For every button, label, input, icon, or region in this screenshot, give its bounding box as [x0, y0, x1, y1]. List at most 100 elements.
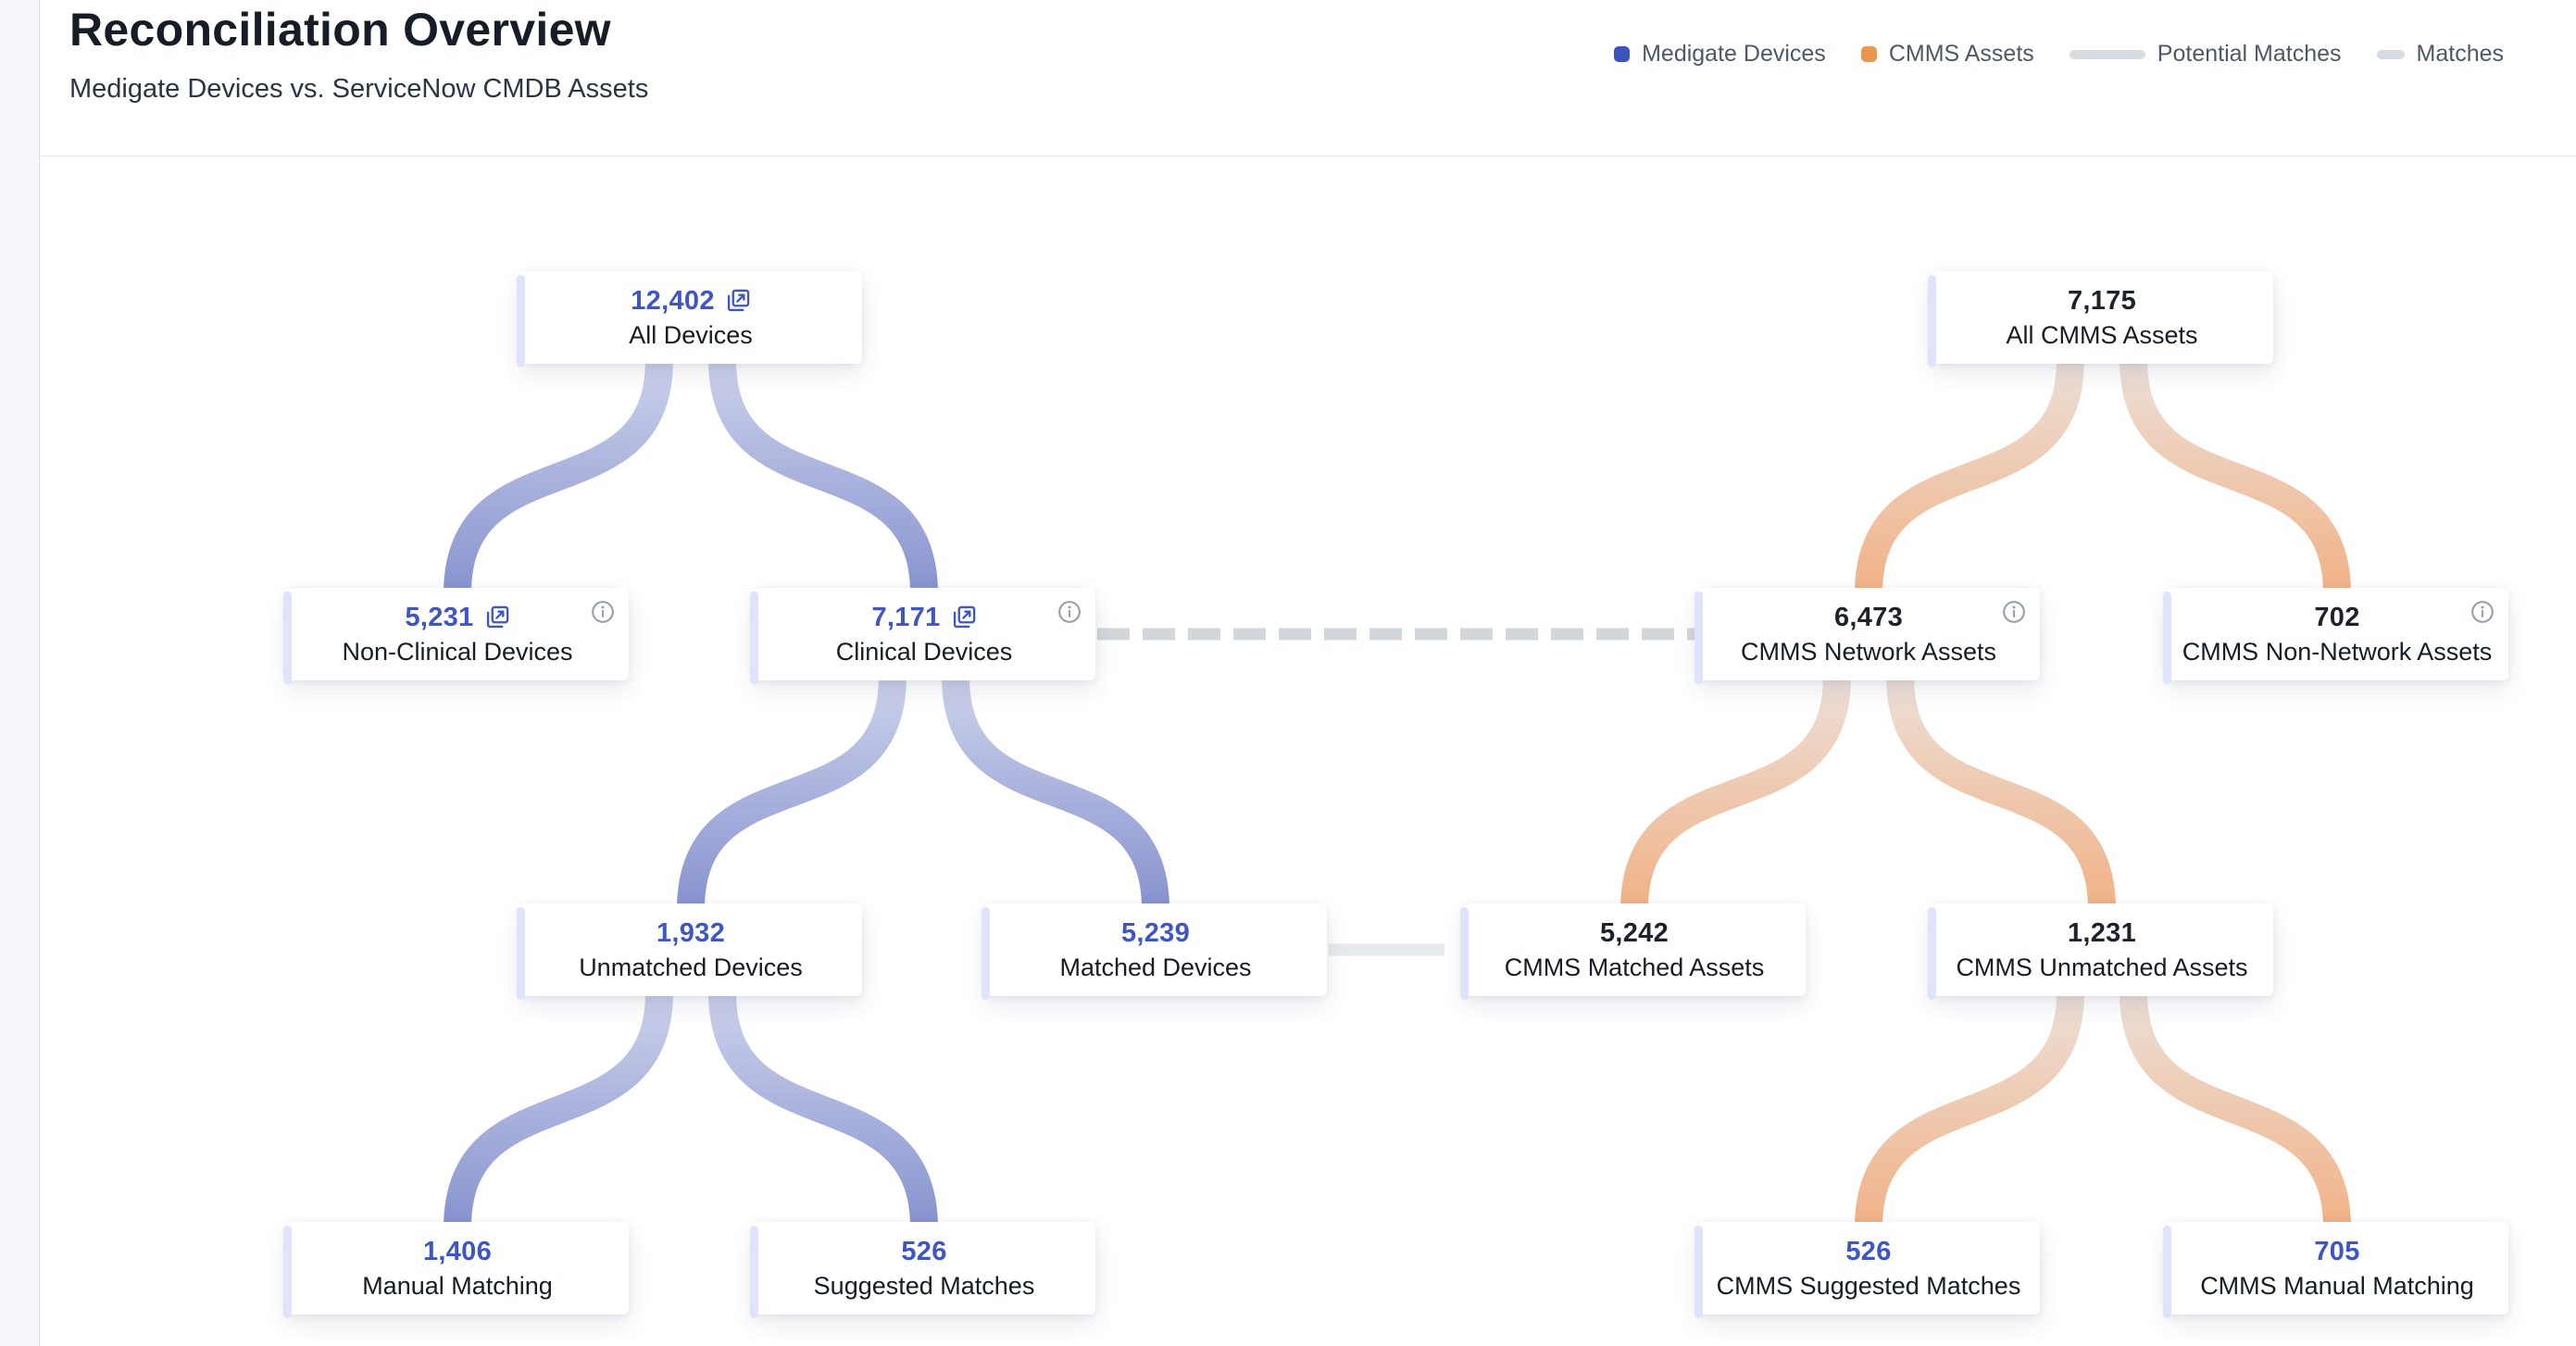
external-link-icon[interactable] [951, 604, 977, 630]
node-all-cmms-assets: 7,175 All CMMS Assets [1928, 271, 2273, 368]
node-label: CMMS Matched Assets [1504, 953, 1765, 981]
link-cmms-unmatched-assets-to-cmms-manual-matching [2120, 991, 2351, 1228]
node-label: Non-Clinical Devices [342, 637, 573, 666]
node-value: 7,171 [871, 602, 941, 632]
node-label: Clinical Devices [835, 637, 1013, 666]
external-link-icon[interactable] [484, 604, 510, 630]
node-value: 1,932 [656, 917, 726, 948]
node-value: 1,406 [422, 1236, 493, 1266]
legend-label: Potential Matches [2157, 41, 2342, 67]
node-value: 702 [2314, 602, 2360, 632]
node-accent-bar [517, 907, 525, 1000]
external-link-icon[interactable] [725, 288, 751, 314]
legend-label: Medigate Devices [1642, 41, 1826, 67]
node-accent-bar [750, 592, 758, 684]
node-all-devices: 12,402 All Devices [517, 271, 862, 368]
node-cmms-matched-assets: 5,242 CMMS Matched Assets [1460, 904, 1806, 1000]
node-value: 5,231 [405, 602, 474, 632]
node-accent-bar [283, 1226, 292, 1318]
link-all-cmms-assets-to-cmms-network-assets [1855, 359, 2084, 594]
legend-item-cmms-assets[interactable]: CMMS Assets [1860, 41, 2034, 68]
link-unmatched-devices-to-suggested-matches [708, 991, 938, 1228]
link-cmms-network-assets-to-cmms-matched-assets [1620, 676, 1851, 910]
node-accent-bar [1928, 275, 1936, 368]
node-value-link: 526 [901, 1237, 946, 1267]
node-label: Suggested Matches [813, 1271, 1035, 1300]
node-value-link: 5,239 [1121, 918, 1190, 949]
node-value-link: 705 [2314, 1237, 2359, 1267]
node-label: CMMS Non-Network Assets [2182, 637, 2493, 666]
node-cmms-suggested-matches: 526 CMMS Suggested Matches [1694, 1222, 2040, 1318]
node-accent-bar [1694, 592, 1703, 684]
link-clinical-devices-to-unmatched-devices [677, 676, 907, 910]
node-value-link[interactable]: 7,171 [871, 603, 976, 633]
node-label: Matched Devices [1059, 953, 1252, 981]
legend-item-matches[interactable]: Matches [2376, 41, 2504, 68]
link-clinical-devices-to-matched-devices [942, 676, 1169, 910]
node-value-link: 702 [2314, 603, 2359, 633]
left-gutter [0, 0, 40, 1346]
node-value: 526 [901, 1236, 947, 1266]
page-header: Reconciliation Overview Medigate Devices… [40, 0, 2576, 156]
node-value-link: 1,406 [423, 1237, 492, 1267]
link-all-devices-to-non-clinical-devices [444, 359, 673, 594]
node-value: 7,175 [2067, 285, 2137, 316]
legend-label: Matches [2416, 41, 2504, 67]
node-clinical-devices: 7,171 Clinical Devices [750, 588, 1095, 684]
node-accent-bar [2163, 1226, 2171, 1318]
node-matched-devices: 5,239 Matched Devices [982, 904, 1327, 1000]
node-cmms-network-assets: 6,473 CMMS Network Assets [1694, 588, 2040, 684]
node-suggested-matches: 526 Suggested Matches [750, 1222, 1095, 1318]
node-accent-bar [283, 592, 292, 684]
node-value-link[interactable]: 5,231 [405, 603, 509, 633]
node-accent-bar [1694, 1226, 1703, 1318]
node-label: All CMMS Assets [2006, 320, 2198, 349]
node-value: 5,239 [1120, 917, 1191, 948]
node-cmms-non-network-assets: 702 CMMS Non-Network Assets [2163, 588, 2508, 684]
node-label: All Devices [629, 320, 753, 349]
chart-legend: Medigate Devices CMMS Assets Potential Mat… [1614, 41, 2504, 68]
info-icon[interactable] [2002, 600, 2026, 624]
node-label: Manual Matching [362, 1271, 553, 1300]
node-non-clinical-devices: 5,231 Non-Clinical Devices [283, 588, 629, 684]
node-value: 526 [1845, 1236, 1892, 1266]
info-icon[interactable] [2470, 600, 2495, 624]
node-value-link: 5,242 [1600, 918, 1669, 949]
node-value: 5,242 [1599, 917, 1669, 948]
node-value-link: 6,473 [1834, 603, 1903, 633]
node-value-link: 526 [1845, 1237, 1891, 1267]
info-icon[interactable] [1057, 600, 1082, 624]
legend-swatch-icon [1860, 46, 1877, 62]
legend-swatch-icon [1614, 46, 1631, 62]
node-value-link: 7,175 [2068, 286, 2136, 317]
node-accent-bar [982, 907, 990, 1000]
node-manual-matching: 1,406 Manual Matching [283, 1222, 629, 1318]
node-label: CMMS Suggested Matches [1716, 1271, 2021, 1300]
link-all-cmms-assets-to-cmms-non-network-assets [2120, 359, 2351, 594]
node-value-link[interactable]: 12,402 [631, 286, 751, 317]
node-label: CMMS Unmatched Assets [1956, 953, 2248, 981]
node-value-link: 1,932 [657, 918, 725, 949]
link-cmms-network-assets-to-cmms-unmatched-assets [1886, 676, 2116, 910]
legend-swatch-icon [2069, 49, 2145, 59]
node-value: 705 [2314, 1236, 2360, 1266]
node-accent-bar [517, 275, 525, 368]
info-icon[interactable] [591, 600, 615, 624]
link-all-devices-to-clinical-devices [708, 359, 938, 594]
legend-label: CMMS Assets [1888, 41, 2034, 67]
legend-item-potential-matches[interactable]: Potential Matches [2069, 41, 2342, 68]
node-cmms-unmatched-assets: 1,231 CMMS Unmatched Assets [1928, 904, 2273, 1000]
node-label: CMMS Manual Matching [2200, 1271, 2474, 1300]
node-accent-bar [1460, 907, 1469, 1000]
node-value-link: 1,231 [2068, 918, 2136, 949]
node-label: CMMS Network Assets [1740, 637, 1997, 666]
page-title: Reconciliation Overview [69, 4, 611, 56]
node-value: 12,402 [631, 285, 715, 316]
legend-swatch-icon [2376, 49, 2405, 59]
node-cmms-manual-matching: 705 CMMS Manual Matching [2163, 1222, 2508, 1318]
legend-item-medigate-devices[interactable]: Medigate Devices [1614, 41, 1826, 68]
